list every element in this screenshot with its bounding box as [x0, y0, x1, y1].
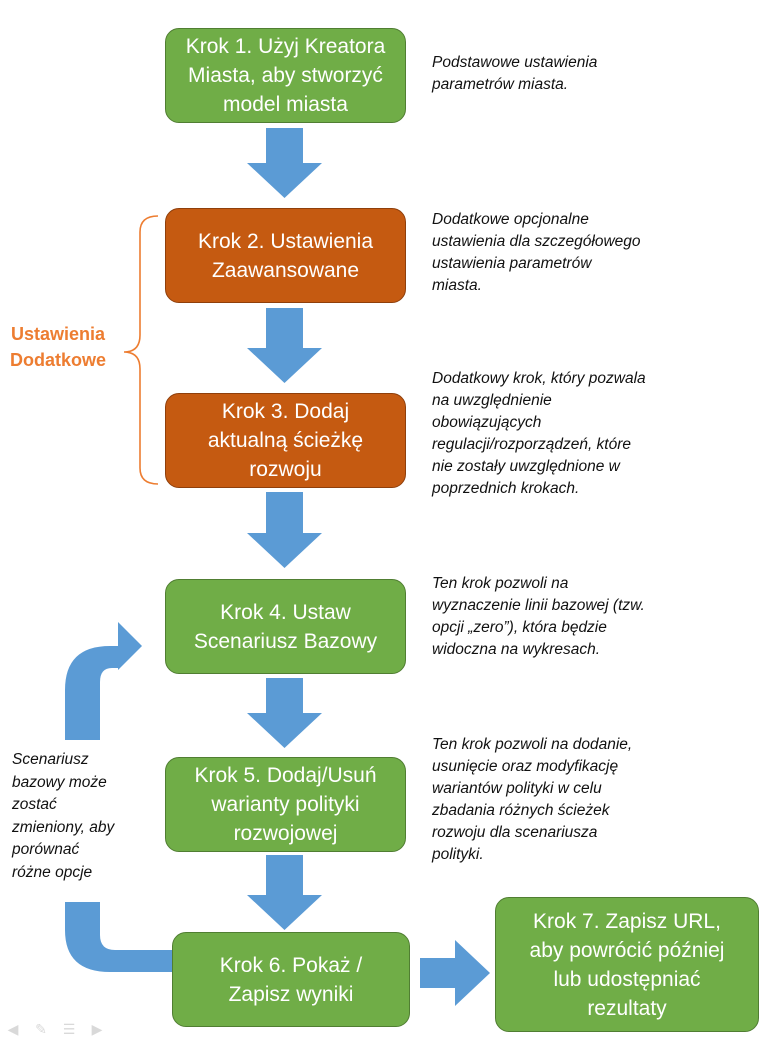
step-4-box: Krok 4. Ustaw Scenariusz Bazowy	[165, 579, 406, 674]
arrow-right-icon[interactable]: ▶	[91, 1020, 103, 1037]
step-1-box: Krok 1. Użyj Kreatora Miasta, aby stworz…	[165, 28, 406, 123]
arrow-6-to-7	[420, 940, 490, 1006]
step-2-box: Krok 2. Ustawienia Zaawansowane	[165, 208, 406, 303]
step-3-note: Dodatkowy krok, który pozwala na uwzględ…	[432, 370, 646, 497]
loop-arrow-top	[65, 622, 142, 740]
arrow-3-to-4	[247, 492, 322, 568]
arrow-4-to-5	[247, 678, 322, 748]
arrow-5-to-6	[247, 855, 322, 930]
loop-note: Scenariusz bazowy może zostać zmieniony,…	[12, 751, 115, 881]
step-6-box: Krok 6. Pokaż / Zapisz wyniki	[172, 932, 410, 1027]
step-5-box: Krok 5. Dodaj/Usuń warianty polityki roz…	[165, 757, 406, 852]
step-1-note: Podstawowe ustawienia parametrów miasta.	[432, 54, 598, 93]
arrow-1-to-2	[247, 128, 322, 198]
slide-toolbar: ◀ ✎ ☰ ▶	[4, 1020, 106, 1038]
arrow-2-to-3	[247, 308, 322, 383]
step-5-note: Ten krok pozwoli na dodanie, usunięcie o…	[432, 736, 633, 863]
step-3-box: Krok 3. Dodaj aktualną ścieżkę rozwoju	[165, 393, 406, 488]
additional-settings-label: Ustawienia Dodatkowe	[9, 324, 106, 370]
step-2-note: Dodatkowe opcjonalne ustawienia dla szcz…	[432, 211, 641, 294]
pen-icon[interactable]: ✎	[35, 1020, 47, 1037]
menu-icon[interactable]: ☰	[62, 1020, 76, 1037]
step-4-note: Ten krok pozwoli na wyznaczenie linii ba…	[432, 575, 645, 658]
loop-arrow-bottom	[65, 902, 172, 972]
additional-settings-bracket	[123, 215, 159, 485]
step-7-box: Krok 7. Zapisz URL, aby powrócić później…	[495, 897, 759, 1032]
arrow-left-icon[interactable]: ◀	[7, 1020, 19, 1037]
